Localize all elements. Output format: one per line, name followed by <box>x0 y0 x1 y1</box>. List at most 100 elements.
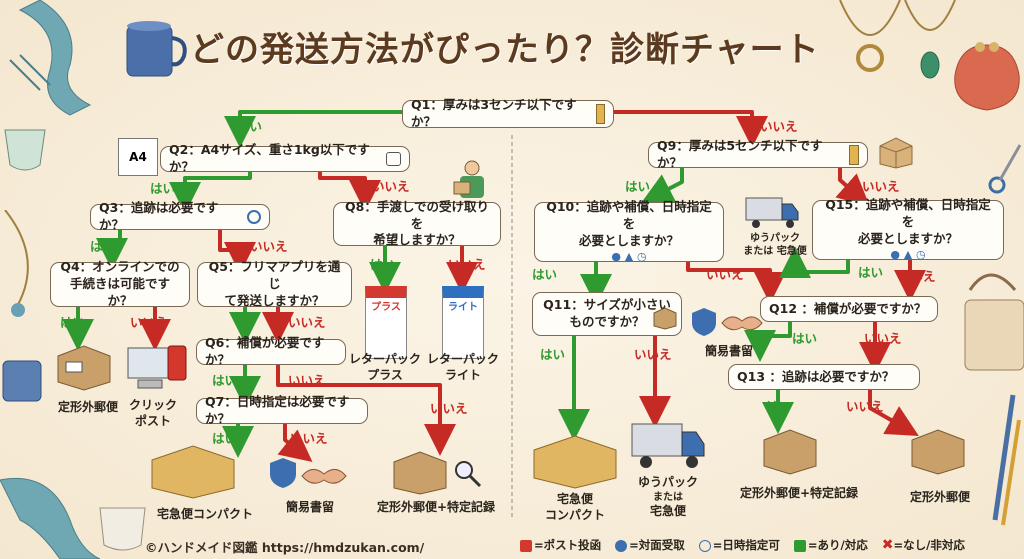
legend-yes-text: =あり/対応 <box>807 538 868 552</box>
no-label-q1: いいえ <box>760 119 798 134</box>
ruler-icon <box>849 145 859 165</box>
result-click-post-line1: クリック <box>128 398 177 412</box>
no-label-q6-right: いいえ <box>430 401 468 416</box>
no-label-q3: いいえ <box>250 239 288 254</box>
handshake-icon <box>301 469 347 484</box>
result-click-post: クリック ポスト <box>118 398 188 429</box>
result-letterpack-light-line1: レターパック <box>427 352 499 366</box>
result-letterpack-light-line2: ライト <box>444 367 481 382</box>
result-compact-right-line1: 宅急便 <box>556 492 593 506</box>
question-q5-line2: て発送しますか？ <box>224 292 325 308</box>
cup-illustration <box>4 129 46 171</box>
legend-no: ✖=なし/非対応 <box>882 537 965 553</box>
question-q4: Q4：オンラインでの 手続きは可能ですか？ <box>50 259 190 308</box>
legend-yes: =あり/対応 <box>793 537 868 553</box>
question-q5-line1: Q5：フリマアプリを通じ <box>208 259 341 292</box>
yes-label-q15: はい <box>858 265 884 280</box>
parcel-icon <box>653 307 677 330</box>
question-q13: Q13 ：追跡は必要ですか？ <box>728 364 920 390</box>
delivery-person-icon <box>453 160 484 198</box>
yes-label-q3: はい <box>90 239 116 254</box>
yes-label-q7: はい <box>212 431 238 446</box>
purse-illustration <box>954 42 1020 111</box>
no-label-q2: いいえ <box>372 179 410 194</box>
question-q4-line2: 手続きは可能ですか？ <box>69 276 170 308</box>
question-q1-text: Q1：厚みは3センチ以下ですか？ <box>411 97 577 129</box>
result-yupack: ゆうパック または 宅急便 <box>628 475 708 519</box>
result-kan-i-right: 簡易書留 <box>704 344 753 358</box>
result-takkyubin-compact: 宅急便コンパクト <box>156 507 253 521</box>
question-q8-line2: 希望しますか？ <box>373 232 461 248</box>
person-icon <box>615 539 628 552</box>
result-compact-right-line2: コンパクト <box>544 507 605 522</box>
question-q8-line1: Q8：手渡しでの受け取りを <box>345 198 489 231</box>
cross-icon: ✖ <box>881 537 894 553</box>
question-q2: Q2：A4サイズ、重さ1kg以下ですか？ <box>160 142 410 174</box>
computer-icon <box>127 347 173 389</box>
parcel-icon <box>393 451 447 495</box>
legend-time-text: =日時指定可 <box>712 538 780 552</box>
yes-label-q1: はい <box>237 119 263 134</box>
compact-box-icon <box>151 445 235 499</box>
letterpack-light-tag: ライト <box>448 302 478 313</box>
yes-label-q12: はい <box>792 331 818 346</box>
question-q15-line1: Q15：追跡や補償、日時指定を <box>825 197 991 230</box>
letterpack-plus-icon: プラス <box>365 286 407 359</box>
shield-icon <box>270 458 296 488</box>
yes-label-q11: はい <box>540 347 566 362</box>
legend-face: =対面受取 <box>615 537 685 553</box>
result-teikei-right: 定形外郵便 <box>909 490 970 504</box>
postbox-icon <box>167 345 187 381</box>
no-label-q8: いいえ <box>448 257 486 272</box>
no-label-q7: いいえ <box>290 431 328 446</box>
legend-post: =ポスト投函 <box>520 537 601 553</box>
magnifier-icon <box>455 461 482 488</box>
shield-icon <box>692 308 716 336</box>
result-yupack-small-line2: または 宅急便 <box>743 246 807 257</box>
question-q8: Q8：手渡しでの受け取りを 希望しますか？ <box>333 198 501 248</box>
no-label-q15: いいえ <box>898 269 936 284</box>
result-letterpack-plus-line2: プラス <box>367 367 403 382</box>
legend: =ポスト投函 =対面受取 =日時指定可 =あり/対応 ✖=なし/非対応 <box>520 537 965 553</box>
yes-label-q6: はい <box>212 373 238 388</box>
result-yupack-small-line1: ゆうパック <box>750 233 800 244</box>
letterpack-plus-tag: プラス <box>371 302 401 313</box>
scarf-illustration <box>9 0 92 116</box>
result-kan-i-kakitome: 簡易書留 <box>285 500 334 514</box>
brush-illustration <box>992 394 1021 526</box>
question-q7-text: Q7：日時指定は必要ですか？ <box>205 394 350 426</box>
check-icon <box>793 539 806 552</box>
magnifier-icon <box>247 210 261 224</box>
a4-label: A4 <box>129 150 147 164</box>
question-q3: Q3：追跡は必要ですか？ <box>90 200 270 232</box>
result-click-post-line2: ポスト <box>134 413 171 428</box>
question-q10-line1: Q10：追跡や補償、日時指定を <box>546 199 712 232</box>
scale-icon <box>385 152 401 166</box>
yes-label-q2: はい <box>150 181 176 196</box>
postbox-icon <box>520 539 532 552</box>
result-teikei: 定形外郵便 <box>57 400 118 414</box>
question-q6: Q6：補償が必要ですか？ <box>196 335 346 367</box>
result-yupack-line3: 宅急便 <box>649 503 686 518</box>
feature-icons: ● ▲ ◷ <box>611 249 647 263</box>
question-q12: Q12 ：補償が必要ですか？ <box>760 296 938 322</box>
result-teikei-tokutei-right: 定形外郵便+特定記録 <box>739 486 859 500</box>
question-q10: Q10：追跡や補償、日時指定を 必要としますか？ ● ▲ ◷ <box>534 199 724 263</box>
no-label-q13: いいえ <box>846 399 884 414</box>
no-label-q12: いいえ <box>864 331 902 346</box>
letterpack-light-icon: ライト <box>442 286 484 359</box>
result-yupack-line1: ゆうパック <box>637 475 698 489</box>
question-q7: Q7：日時指定は必要ですか？ <box>196 394 368 426</box>
yes-label-q13: はい <box>766 399 792 414</box>
compact-box-icon <box>533 435 617 489</box>
yes-label-q10: はい <box>532 267 558 282</box>
legend-no-text: =なし/非対応 <box>893 538 965 552</box>
yes-label-q4: はい <box>60 315 86 330</box>
result-teikei-tokutei: 定形外郵便+特定記録 <box>376 500 496 514</box>
mug-illustration <box>126 21 187 77</box>
yes-label-q9: はい <box>625 179 651 194</box>
no-label-q6: いいえ <box>288 373 326 388</box>
legend-post-text: =ポスト投函 <box>534 538 602 552</box>
question-q15: Q15：追跡や補償、日時指定を 必要としますか？ ● ▲ ◷ <box>812 197 1004 261</box>
mug-left-illustration <box>2 360 42 402</box>
